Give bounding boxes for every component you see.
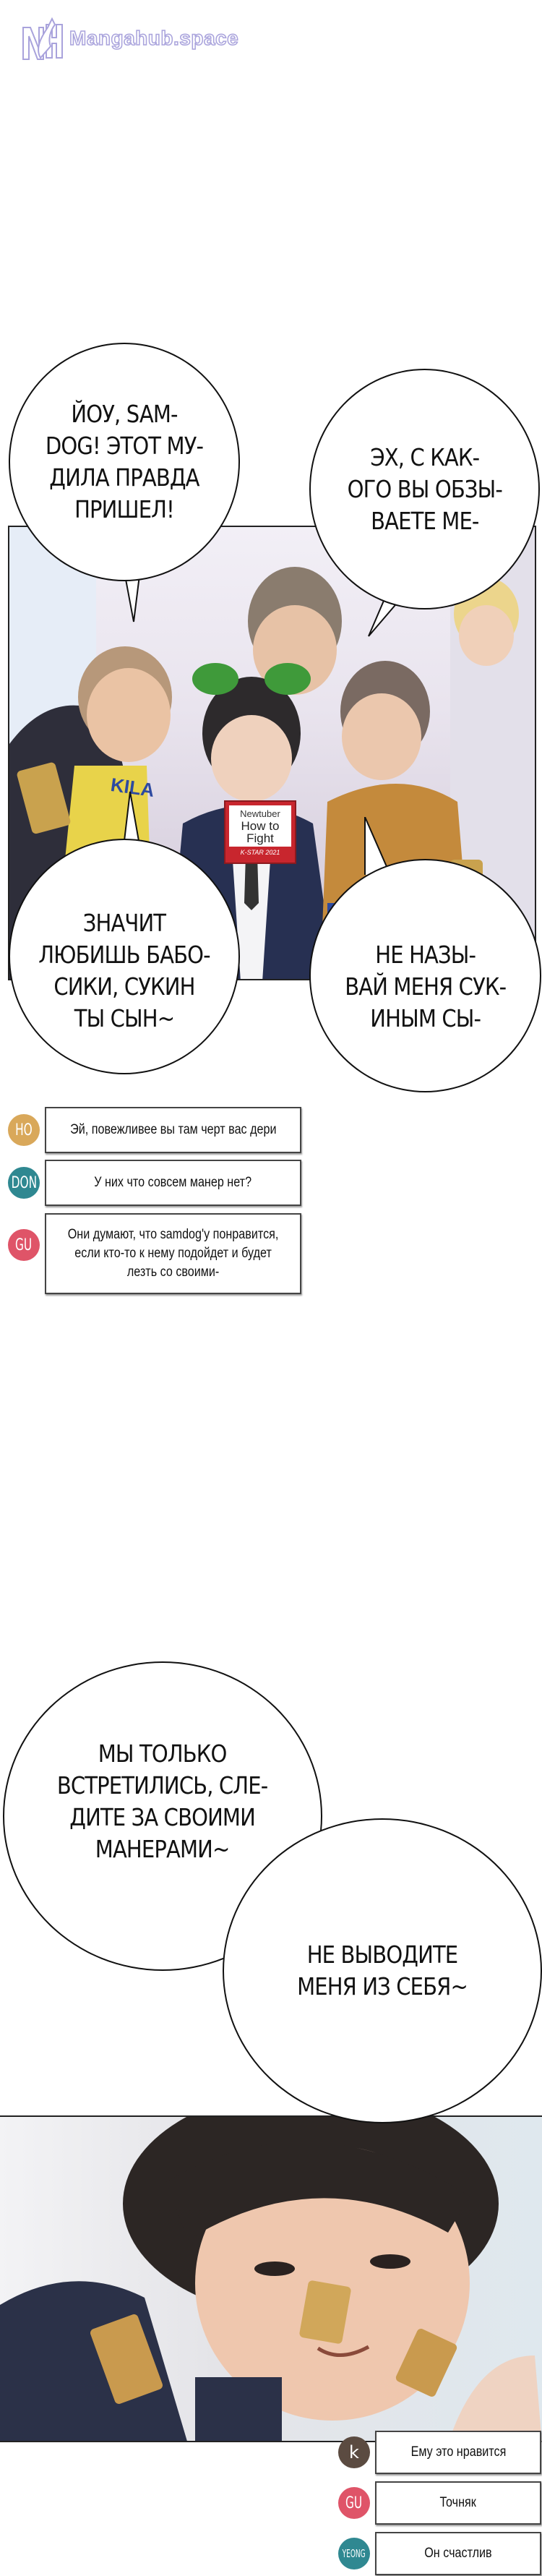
badge-footer: K-STAR 2021	[240, 849, 280, 856]
comment-box: Он счастлив	[375, 2532, 541, 2575]
comment-item: GU Точняк	[338, 2481, 541, 2525]
site-name: Mangahub.space	[69, 26, 239, 50]
badge-line1: Newtuber	[240, 808, 280, 819]
comment-item: HO Эй, повежливее вы там черт вас дери	[8, 1107, 301, 1153]
speech-bubble: ЗНАЧИТ ЛЮБИШЬ БАБО- СИКИ, СУКИН ТЫ СЫН~	[9, 839, 240, 1074]
comment-item: k Ему это нравится	[338, 2431, 541, 2474]
comment-box: Точняк	[375, 2481, 541, 2525]
bubble-text: НЕ НАЗЫ- ВАЙ МЕНЯ СУК- ИНЫМ СЫ-	[344, 940, 507, 1032]
comment-text: Эй, повежливее вы там черт вас дери	[69, 1122, 277, 1137]
comment-box: Эй, повежливее вы там черт вас дери	[45, 1107, 301, 1153]
comment-box: Они думают, что samdog'y понравится, есл…	[45, 1213, 301, 1294]
speech-bubble: ЙОУ, SAM- DOG! ЭТОТ МУ- ДИЛА ПРАВДА ПРИШ…	[9, 343, 240, 581]
bubble-text: МЫ ТОЛЬКО ВСТРЕТИЛИСЬ, СЛЕ- ДИТЕ ЗА СВОИ…	[57, 1740, 268, 1863]
badge-line2: How to Fight	[241, 819, 280, 845]
name-badge: Newtuber How to Fight K-STAR 2021	[224, 800, 296, 864]
speech-bubble: ЭХ, С КАК- ОГО ВЫ ОБЗЫ- ВАЕТЕ МЕ-	[309, 369, 540, 609]
site-logo[interactable]: Mangahub.space	[20, 14, 238, 62]
bubble-text: ЙОУ, SAM- DOG! ЭТОТ МУ- ДИЛА ПРАВДА ПРИШ…	[45, 400, 204, 523]
comment-box: У них что совсем манер нет?	[45, 1160, 301, 1206]
comment-box: Ему это нравится	[375, 2431, 541, 2474]
fox-logo-icon	[22, 17, 63, 60]
speech-bubble: НЕ НАЗЫ- ВАЙ МЕНЯ СУК- ИНЫМ СЫ-	[309, 859, 541, 1092]
comment-text: Точняк	[439, 2495, 477, 2510]
user-avatar: k	[338, 2436, 370, 2468]
speech-bubble: НЕ ВЫВОДИТЕ МЕНЯ ИЗ СЕБЯ~	[223, 1818, 542, 2123]
user-avatar: DON	[8, 1167, 40, 1199]
comment-text: Они думают, что samdog'y понравится, есл…	[67, 1227, 279, 1280]
comment-text: Ему это нравится	[410, 2444, 506, 2460]
comment-item: DON У них что совсем манер нет?	[8, 1160, 301, 1206]
comment-item: GU Они думают, что samdog'y понравится, …	[8, 1213, 301, 1294]
comment-text: У них что совсем манер нет?	[94, 1175, 252, 1190]
speech-tail	[364, 817, 391, 875]
panel-artwork	[0, 2117, 542, 2441]
comment-text: Он счастлив	[424, 2546, 492, 2561]
user-avatar: HO	[8, 1114, 40, 1146]
user-avatar: GU	[338, 2487, 370, 2519]
comment-item: YEONG Он счастлив	[338, 2532, 541, 2575]
comic-panel	[0, 2115, 542, 2442]
bubble-text: ЭХ, С КАК- ОГО ВЫ ОБЗЫ- ВАЕТЕ МЕ-	[347, 442, 502, 535]
user-avatar: YEONG	[338, 2538, 370, 2569]
user-avatar: GU	[8, 1229, 40, 1261]
bubble-text: НЕ ВЫВОДИТЕ МЕНЯ ИЗ СЕБЯ~	[297, 1940, 468, 2001]
bubble-text: ЗНАЧИТ ЛЮБИШЬ БАБО- СИКИ, СУКИН ТЫ СЫН~	[38, 909, 210, 1032]
speech-tail	[122, 791, 142, 853]
